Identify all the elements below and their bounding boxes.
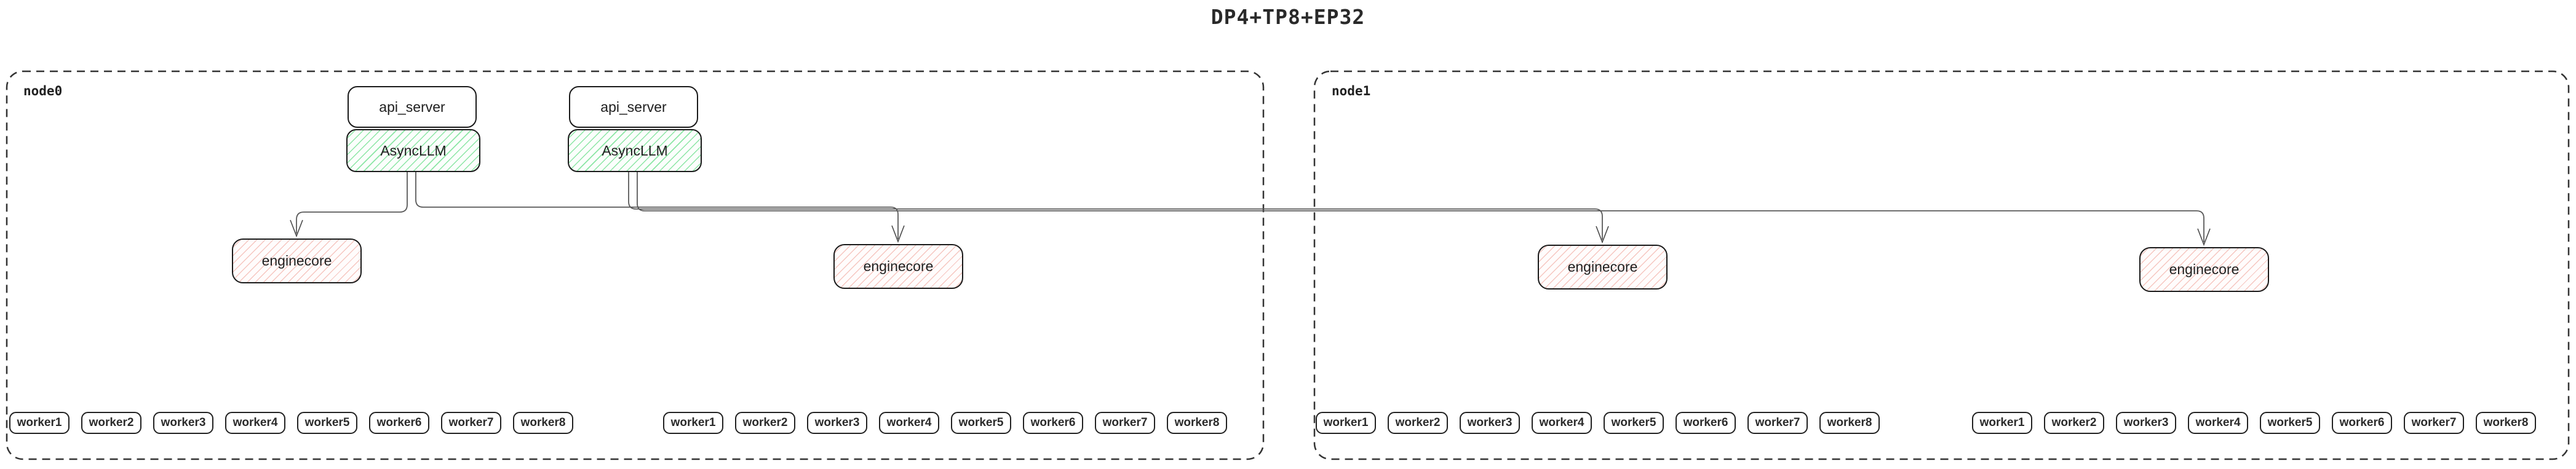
worker-box: worker5 (1604, 412, 1664, 434)
worker-label: worker5 (2267, 416, 2313, 429)
api-server-1-label: api_server (379, 98, 445, 115)
worker-box: worker8 (1819, 412, 1880, 434)
worker-label: worker6 (2339, 416, 2385, 429)
worker-box: worker4 (225, 412, 285, 434)
enginecore-1-label: enginecore (261, 253, 332, 269)
worker-label: worker2 (742, 416, 788, 429)
worker-box: worker8 (513, 412, 573, 434)
worker-box: worker1 (1316, 412, 1376, 434)
worker-label: worker1 (1979, 416, 2025, 429)
arrowhead-icon (290, 219, 303, 238)
edge-asyncllm2-enginecore4 (637, 172, 2204, 242)
worker-label: worker2 (2051, 416, 2097, 429)
worker-label: worker5 (304, 416, 350, 429)
arrowhead-icon (891, 225, 905, 243)
worker-box: worker5 (951, 412, 1011, 434)
worker-box: worker3 (807, 412, 867, 434)
worker-box: worker3 (153, 412, 213, 434)
api-server-2-box: api_server (569, 86, 698, 128)
worker-box: worker6 (369, 412, 429, 434)
worker-box: worker4 (879, 412, 939, 434)
worker-label: worker7 (1755, 416, 1800, 429)
worker-label: worker2 (1395, 416, 1441, 429)
worker-label: worker1 (17, 416, 62, 429)
asyncllm-2-box: AsyncLLM (568, 129, 702, 172)
worker-label: worker6 (1030, 416, 1076, 429)
enginecore-2-label: enginecore (863, 258, 934, 274)
worker-box: worker6 (1676, 412, 1736, 434)
asyncllm-1-label: AsyncLLM (380, 142, 447, 159)
worker-label: worker3 (814, 416, 860, 429)
worker-label: worker6 (1683, 416, 1728, 429)
edge-asyncllm1-enginecore2 (415, 172, 899, 239)
worker-label: worker3 (2123, 416, 2169, 429)
worker-box: worker3 (1460, 412, 1520, 434)
worker-box: worker1 (1972, 412, 2032, 434)
asyncllm-2-label: AsyncLLM (602, 142, 668, 159)
worker-label: worker3 (1467, 416, 1513, 429)
api-server-1-box: api_server (348, 86, 477, 128)
worker-box: worker4 (1532, 412, 1592, 434)
worker-label: worker8 (1827, 416, 1872, 429)
enginecore-3-box: enginecore (1538, 245, 1668, 290)
worker-label: worker4 (886, 416, 932, 429)
worker-box: worker5 (297, 412, 357, 434)
worker-box: worker2 (1388, 412, 1448, 434)
worker-box: worker7 (2404, 412, 2464, 434)
api-server-2-label: api_server (600, 98, 667, 115)
worker-label: worker8 (520, 416, 566, 429)
enginecore-1-box: enginecore (232, 238, 362, 283)
node0-label: node0 (23, 84, 63, 98)
worker-box: worker6 (2332, 412, 2392, 434)
worker-label: worker7 (448, 416, 494, 429)
worker-box: worker1 (9, 412, 70, 434)
worker-box: worker2 (2044, 412, 2104, 434)
worker-label: worker8 (2483, 416, 2529, 429)
worker-label: worker1 (670, 416, 716, 429)
arrowhead-icon (2197, 228, 2211, 246)
worker-box: worker5 (2260, 412, 2320, 434)
edge-asyncllm2-enginecore3 (628, 172, 1603, 240)
worker-label: worker6 (376, 416, 422, 429)
enginecore-4-box: enginecore (2139, 247, 2269, 292)
worker-box: worker7 (441, 412, 501, 434)
worker-label: worker7 (1102, 416, 1148, 429)
worker-label: worker5 (1611, 416, 1656, 429)
edge-asyncllm1-enginecore1 (296, 172, 408, 234)
worker-box: worker8 (2476, 412, 2536, 434)
worker-label: worker8 (1174, 416, 1220, 429)
node1-border (1313, 70, 2570, 460)
worker-box: worker7 (1095, 412, 1155, 434)
worker-box: worker1 (663, 412, 723, 434)
worker-box: worker2 (735, 412, 795, 434)
worker-box: worker6 (1023, 412, 1083, 434)
worker-box: worker4 (2188, 412, 2248, 434)
worker-label: worker4 (2195, 416, 2241, 429)
diagram-title: DP4+TP8+EP32 (1210, 5, 1366, 29)
worker-label: worker1 (1323, 416, 1369, 429)
worker-label: worker4 (1539, 416, 1584, 429)
worker-label: worker4 (233, 416, 278, 429)
worker-label: worker3 (161, 416, 206, 429)
worker-label: worker7 (2411, 416, 2457, 429)
enginecore-4-label: enginecore (2169, 261, 2240, 277)
worker-box: worker8 (1167, 412, 1227, 434)
enginecore-2-box: enginecore (833, 244, 963, 289)
node0-border (6, 70, 1265, 460)
enginecore-3-label: enginecore (1567, 259, 1638, 275)
worker-label: worker2 (89, 416, 134, 429)
node1-label: node1 (1332, 84, 1371, 98)
asyncllm-1-box: AsyncLLM (346, 129, 480, 172)
worker-label: worker5 (958, 416, 1004, 429)
worker-box: worker3 (2116, 412, 2176, 434)
arrowhead-icon (1596, 226, 1609, 244)
worker-box: worker7 (1747, 412, 1808, 434)
worker-box: worker2 (81, 412, 141, 434)
